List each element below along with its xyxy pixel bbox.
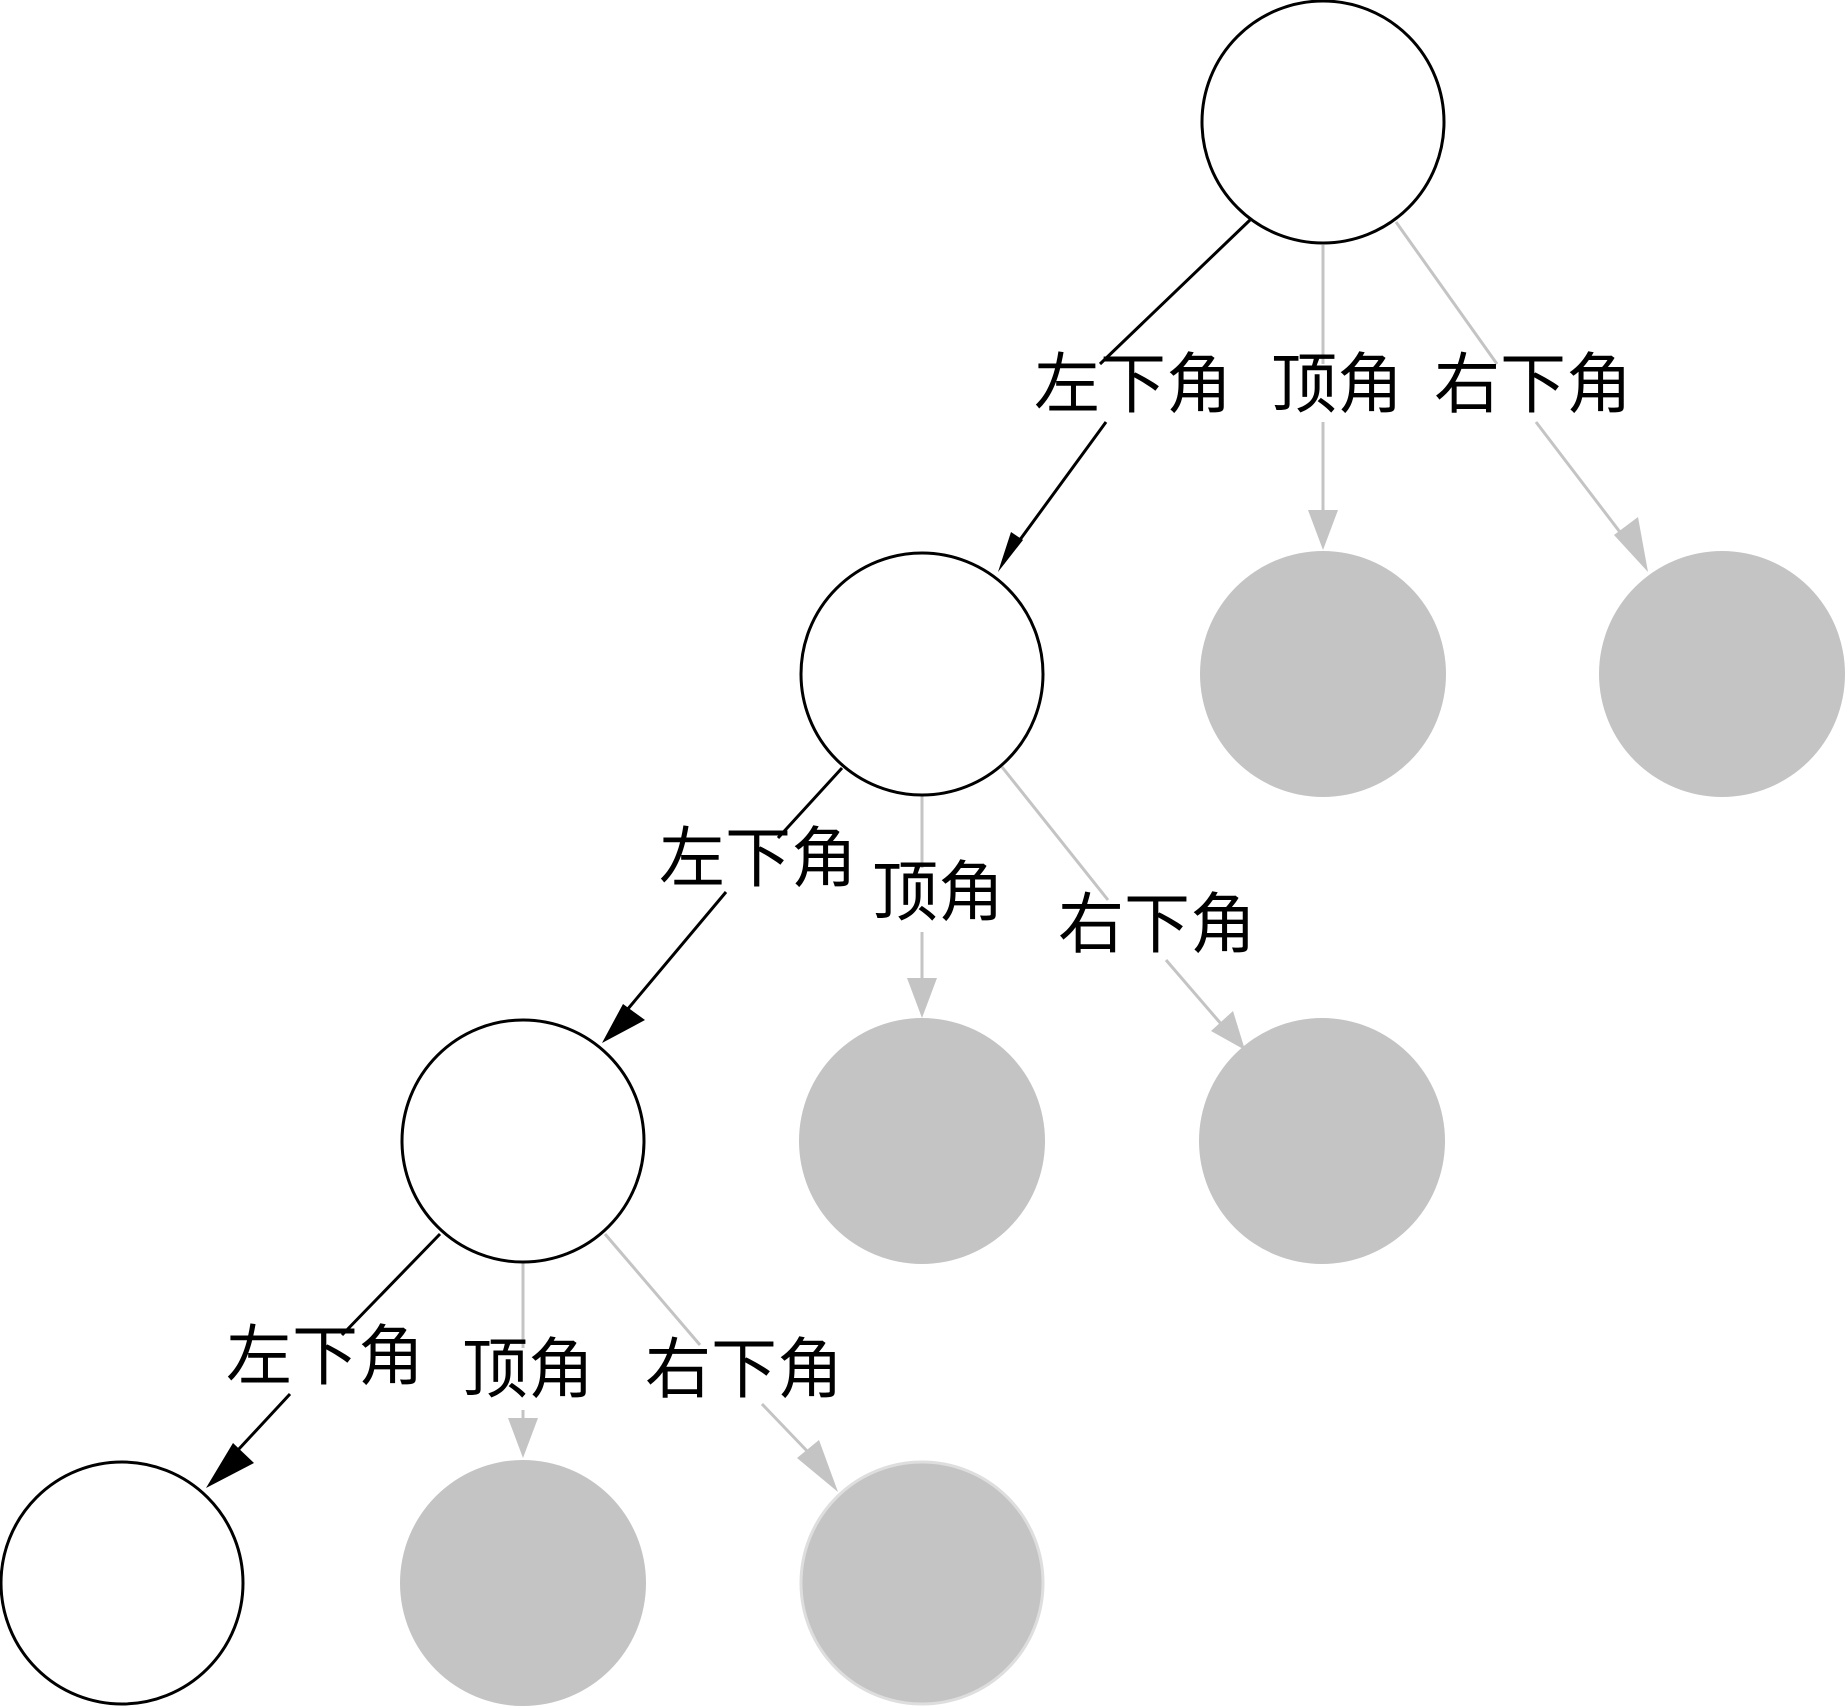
- arrowhead-l2-left: [206, 1443, 254, 1488]
- edge-l2-to-right: [603, 1233, 838, 1492]
- arrowhead-l1-left: [602, 1004, 645, 1043]
- arrowhead-root-left: [998, 532, 1023, 572]
- arrowhead-root-top: [1308, 510, 1338, 550]
- node-l3-left: [0, 1460, 245, 1706]
- node-l3-right: [799, 1460, 1045, 1706]
- edge-label-l3-right: 右下角: [645, 1334, 843, 1407]
- edge-label-l2-left: 左下角: [659, 823, 857, 896]
- arrowhead-l2-top: [508, 1418, 538, 1458]
- arrowhead-l1-top: [907, 978, 937, 1018]
- edge-l1-to-top: [907, 795, 937, 1018]
- edge-l1-to-left: [602, 766, 844, 1043]
- edge-root-to-left: [998, 218, 1252, 572]
- edge-l2-to-top: [508, 1262, 538, 1458]
- edge-label-l3-top: 顶角: [462, 1334, 594, 1407]
- edge-label-l1-left: 左下角: [1034, 349, 1232, 422]
- node-l3-top: [400, 1460, 646, 1706]
- node-l1-top: [1200, 551, 1446, 797]
- edge-label-l3-left: 左下角: [226, 1321, 424, 1394]
- node-l1-left: [799, 551, 1045, 797]
- edge-label-l2-top: 顶角: [872, 857, 1004, 930]
- edge-label-l2-right: 右下角: [1058, 889, 1256, 962]
- edge-label-l1-top: 顶角: [1271, 349, 1403, 422]
- arrowhead-l1-right: [1211, 1011, 1245, 1050]
- arrowhead-l2-right: [797, 1440, 838, 1492]
- edge-root-to-right: [1394, 221, 1648, 572]
- edge-label-l1-right: 右下角: [1434, 349, 1632, 422]
- node-l2-left: [400, 1018, 646, 1264]
- edge-l1-to-right: [1000, 766, 1245, 1050]
- node-root: [1200, 0, 1446, 245]
- node-l2-right: [1199, 1018, 1445, 1264]
- node-l1-right: [1599, 551, 1845, 797]
- edge-l2-to-left: [206, 1232, 442, 1488]
- node-l2-top: [799, 1018, 1045, 1264]
- arrowhead-root-right: [1614, 517, 1648, 572]
- edge-root-to-top: [1308, 245, 1338, 550]
